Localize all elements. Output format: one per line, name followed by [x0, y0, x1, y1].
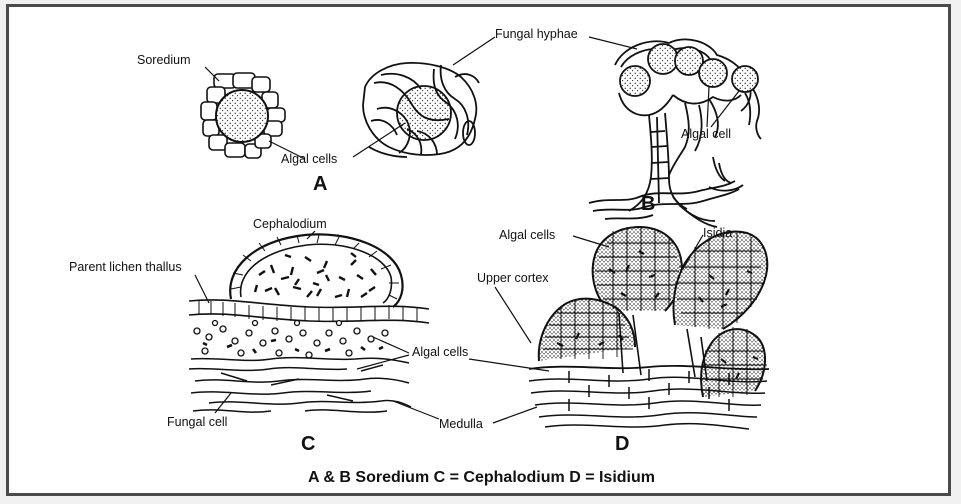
label-soredium: Soredium — [137, 54, 191, 67]
label-upper-cortex: Upper cortex — [477, 272, 549, 285]
cephalodium-drawing — [189, 234, 429, 412]
figure-frame: Soredium Fungal hyphae Algal cells Algal… — [6, 4, 951, 496]
soredium-right — [363, 63, 479, 157]
algal-layer-c — [194, 321, 388, 359]
label-isidia: Isidia — [703, 227, 732, 240]
algal-layer-c-dark — [203, 340, 383, 353]
soredium-left — [201, 73, 285, 158]
label-parent-lichen-thallus: Parent lichen thallus — [69, 261, 182, 274]
panel-letter-d: D — [615, 434, 629, 454]
panel-letter-c: C — [301, 434, 315, 454]
algal-colony-b — [589, 39, 761, 227]
label-medulla: Medulla — [439, 418, 483, 431]
label-algal-cells-c: Algal cells — [412, 346, 468, 359]
label-algal-cells-d: Algal cells — [499, 229, 555, 242]
label-algal-cell-b: Algal cell — [681, 128, 731, 141]
label-fungal-cell: Fungal cell — [167, 416, 227, 429]
figure-caption: A & B Soredium C = Cephalodium D = Isidi… — [9, 470, 954, 486]
label-cephalodium: Cephalodium — [253, 218, 327, 231]
label-algal-cells-a: Algal cells — [281, 153, 337, 166]
panel-letter-b: B — [641, 194, 655, 214]
label-fungal-hyphae: Fungal hyphae — [495, 28, 578, 41]
isidia-drawing — [529, 227, 769, 429]
panel-letter-a: A — [313, 174, 327, 194]
